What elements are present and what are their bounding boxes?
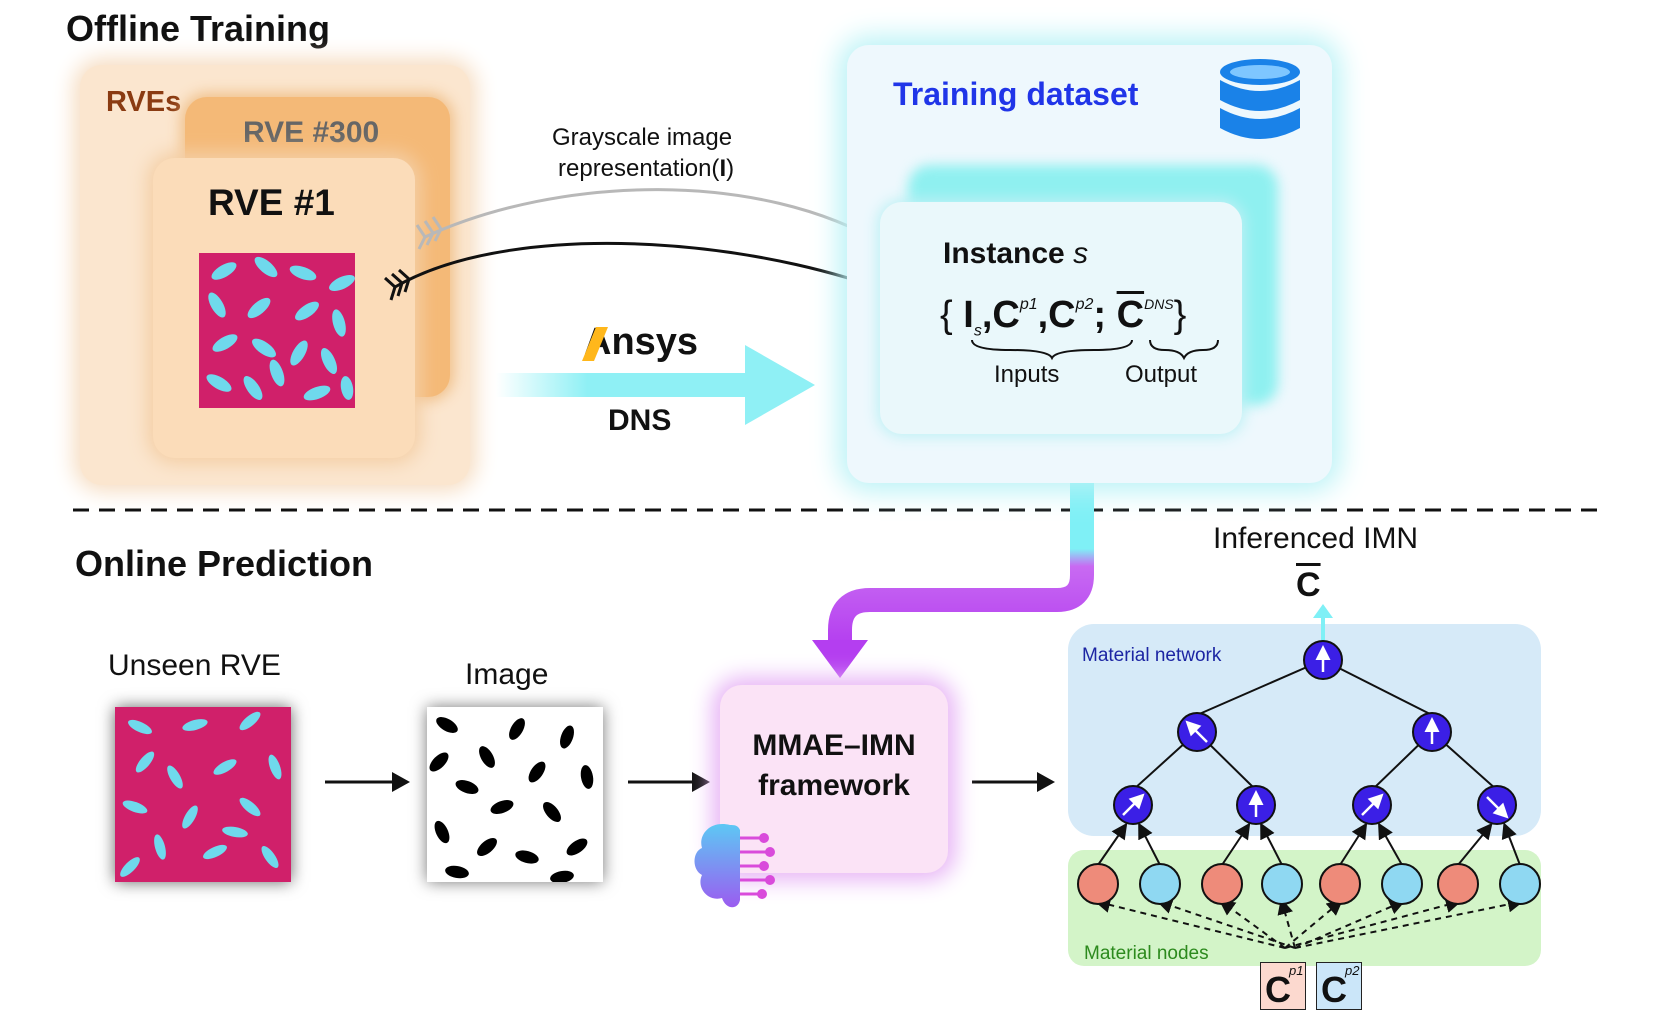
network-node-l2-4 — [1477, 785, 1517, 825]
leaf-node-red-4 — [1437, 863, 1479, 905]
image-label: Image — [465, 658, 549, 691]
cp1-c: C — [1265, 969, 1291, 1010]
unseen-rve-image — [115, 707, 291, 882]
grayscale-label-text: representation( — [558, 155, 720, 182]
online-prediction-title: Online Prediction — [75, 543, 374, 584]
leaf-node-blue-1 — [1139, 863, 1181, 905]
leaf-node-red-1 — [1077, 863, 1119, 905]
cp1-sup: p1 — [1289, 963, 1304, 978]
instance-formula: { Is,Cp1,Cp2; CDNS} — [940, 294, 1187, 340]
leaf-node-blue-3 — [1381, 863, 1423, 905]
cp2-sup: p2 — [1345, 963, 1360, 978]
mmae-imn-framework — [720, 685, 948, 873]
cp2-input-box: C p2 — [1316, 962, 1362, 1010]
grayscale-arrow-back — [424, 188, 886, 247]
grayscale-label-line2: representation(I) — [558, 155, 734, 183]
dns-label: DNS — [608, 404, 672, 437]
grayscale-label-close: ) — [726, 155, 735, 182]
leaf-node-blue-4 — [1499, 863, 1541, 905]
c-bar-output: C — [1296, 566, 1321, 604]
leaf-node-red-2 — [1201, 863, 1243, 905]
offline-training-title: Offline Training — [66, 8, 331, 49]
grayscale-label-line1: Grayscale image — [552, 124, 733, 151]
instance-box — [880, 202, 1242, 434]
ansys-logo-mark — [582, 327, 608, 361]
material-nodes-label: Material nodes — [1084, 943, 1209, 964]
sup-dns: DNS — [1144, 296, 1174, 313]
instance-title: Instance s — [943, 237, 1088, 271]
cp1-input-box: C p1 — [1260, 962, 1306, 1010]
training-dataset-title: Training dataset — [893, 76, 1139, 112]
unseen-rve-label: Unseen RVE — [108, 649, 281, 682]
rve-1-label: RVE #1 — [208, 182, 335, 223]
rve-1-microstructure — [199, 253, 355, 408]
cp2-c: C — [1321, 969, 1347, 1010]
leaf-node-red-3 — [1319, 863, 1361, 905]
inputs-label: Inputs — [994, 361, 1060, 388]
inferenced-imn-label: Inferenced IMN — [1213, 522, 1419, 555]
binary-image — [427, 707, 603, 882]
database-icon — [1220, 59, 1300, 139]
output-label: Output — [1125, 361, 1198, 388]
framework-line1: MMAE–IMN — [752, 729, 916, 762]
framework-line2: framework — [758, 769, 910, 802]
grayscale-label-bold: I — [719, 155, 727, 182]
sup-p2: p2 — [1075, 296, 1094, 314]
instance-label: Instance — [943, 237, 1065, 270]
rve-300-label: RVE #300 — [243, 116, 380, 149]
instance-var: s — [1073, 237, 1089, 270]
rves-label: RVEs — [106, 86, 182, 118]
sub-i: s — [973, 322, 982, 340]
formula-braces — [971, 339, 1219, 361]
material-network-label: Material network — [1082, 645, 1222, 666]
leaf-node-blue-2 — [1261, 863, 1303, 905]
sup-p1: p1 — [1019, 296, 1038, 314]
ai-brain-icon — [694, 824, 775, 908]
framework-title: MMAE–IMN framework — [720, 726, 948, 806]
